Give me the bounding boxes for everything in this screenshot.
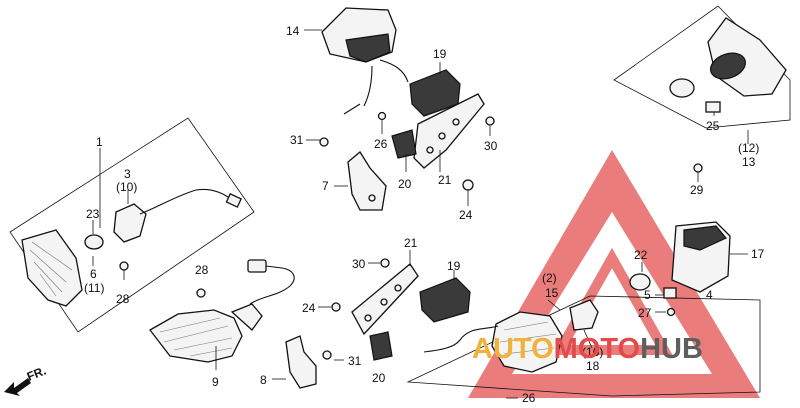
connector-9 [247,259,267,273]
lower-left-turn-signal-assembly [149,259,393,389]
leader-lines [92,29,749,399]
front-label: FR. [25,364,48,384]
bulb-23 [84,234,104,250]
nut-30b [380,258,390,268]
clip-5 [663,287,677,299]
callout-24b: 24 [302,301,316,315]
callouts: 1 3 (10) 23 6 (11) 28 28 9 14 19 31 26 3… [84,24,765,405]
callout-19b: 19 [447,259,461,273]
callout-13: 13 [742,155,756,169]
callout-27: 27 [638,306,652,320]
lens-6 [21,229,83,307]
rubber-20a [391,129,417,159]
callout-3: 3 [124,167,131,181]
callout-28a: 28 [116,292,130,306]
rubber-20b [369,331,393,361]
part-box-outline-3 [613,5,791,129]
watermark-part2: MOTO [554,333,640,365]
callout-24a: 24 [459,208,473,222]
screw-28b [196,288,206,298]
bulb-socket-19b [419,277,471,323]
svg-text:AUTOMOTOHUB: AUTOMOTOHUB [472,333,703,365]
right-lower-assembly [406,221,761,397]
left-turn-signal-assembly [9,117,255,333]
lens-15 [491,311,563,373]
callout-20a: 20 [398,177,412,191]
callout-5: 5 [644,288,651,302]
socket-2 [569,299,599,331]
callout-31b: 31 [348,354,362,368]
callout-10: (10) [116,180,137,194]
callout-14: 14 [286,24,300,38]
top-middle-assembly [319,7,495,211]
callout-8: 8 [260,373,267,387]
screw-31a [319,137,329,147]
watermark-part1: AUTO [472,333,554,365]
callout-26a: 26 [374,137,388,151]
watermark-part3: HUB [640,333,703,365]
screw-31b [322,350,332,360]
callout-30a: 30 [484,139,498,153]
screw-29 [693,163,703,173]
callout-15: 15 [545,286,559,300]
clip-25 [705,101,721,113]
callout-21a: 21 [438,173,452,187]
front-direction-arrow: FR. [4,364,48,396]
socket-3 [113,203,147,243]
callout-20b: 20 [372,371,386,385]
callout-18: 18 [586,359,600,373]
callout-16: (16) [582,345,603,359]
callout-23: 23 [86,207,100,221]
callout-6: 6 [90,267,97,281]
bulb-22 [629,273,651,291]
nut-30a [485,116,495,126]
callout-21b: 21 [404,236,418,250]
callout-31a: 31 [290,133,304,147]
callout-19a: 19 [433,47,447,61]
grommet-26a [377,111,387,121]
callout-30b: 30 [352,257,366,271]
callout-12: (12) [738,141,759,155]
callout-1: 1 [96,135,103,149]
callout-7: 7 [322,179,329,193]
stay-8 [285,335,317,389]
nut-24a [462,179,474,191]
watermark-logo: AUTOMOTOHUB [472,333,703,365]
callout-9: 9 [212,375,219,389]
callout-26b: 26 [522,391,536,405]
lens-9 [149,309,243,363]
stay-7 [347,151,387,211]
screw-27 [666,307,676,317]
right-upper-assembly [613,5,791,173]
callout-11: (11) [84,281,104,295]
callout-22: 22 [634,248,648,262]
callout-4: 4 [706,288,713,302]
part-box-outline-2 [406,295,761,397]
screw-28a [119,261,129,271]
callout-17: 17 [751,247,765,261]
callout-25: 25 [706,119,720,133]
nut-24b [331,302,341,312]
connector [225,192,242,208]
callout-29: 29 [690,183,704,197]
callout-2: (2) [542,271,557,285]
middle-assembly [331,258,471,336]
callout-28b: 28 [195,263,209,277]
